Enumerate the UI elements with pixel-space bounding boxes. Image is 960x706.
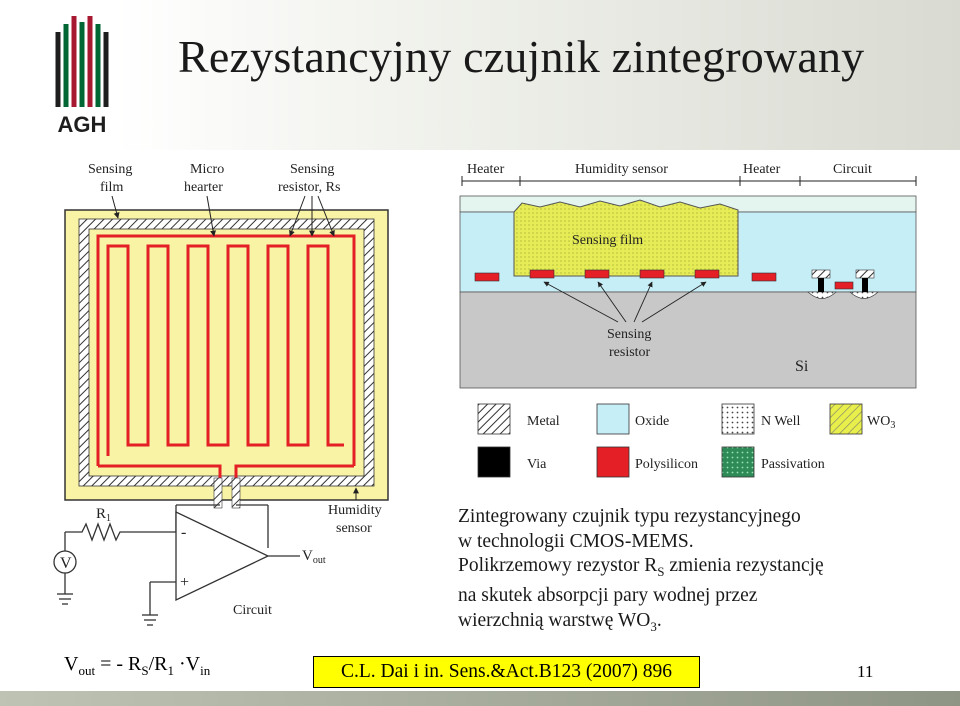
cs-label-heater-right: Heater: [743, 162, 781, 177]
label-vout: Vout: [302, 548, 326, 566]
label-sensing-film-1: Sensing: [88, 162, 132, 177]
cs-label-heater-left: Heater: [467, 162, 505, 177]
cs-label-humidity-sensor: Humidity sensor: [575, 162, 668, 177]
slide-title: Rezystancyjny czujnik zintegrowany: [178, 31, 865, 82]
footer-bar: [0, 691, 960, 706]
label-r1: R1: [96, 506, 111, 524]
agh-logo-emblem: [55, 16, 109, 107]
description-line-2: w technologii CMOS-MEMS.: [458, 530, 694, 552]
legend-passivation: Passivation: [761, 457, 825, 472]
cs-label-sensing-resistor-2: resistor: [609, 345, 651, 360]
legend-polysilicon: Polysilicon: [635, 457, 698, 472]
output-formula: Vout = - RS/R1 ·Vin: [64, 653, 211, 678]
legend-nwell: N Well: [761, 414, 801, 429]
description-line-5: wierzchnią warstwę WO3.: [458, 609, 662, 634]
citation-box: C.L. Dai i in. Sens.&Act.B123 (2007) 896: [313, 656, 700, 688]
legend-via: Via: [527, 457, 547, 472]
agh-logo-text: AGH: [58, 112, 107, 137]
top-view-labels: Sensing film Micro hearter Sensing resis…: [88, 162, 340, 237]
cs-label-sensing-resistor-1: Sensing: [607, 327, 651, 342]
label-sensing-resistor-1: Sensing: [290, 162, 334, 177]
source-symbol: V: [60, 555, 72, 572]
agh-logo: AGH: [55, 16, 109, 137]
legend-metal: Metal: [527, 414, 560, 429]
label-sensing-film-2: film: [100, 180, 123, 195]
label-sensing-resistor-2: resistor, Rs: [278, 180, 340, 195]
cross-section: Heater Humidity sensor Heater Circuit Se…: [459, 162, 917, 389]
label-micro-heater-1: Micro: [190, 162, 224, 177]
opamp-minus: -: [181, 524, 186, 541]
header-band: [0, 0, 960, 150]
legend-wo3: WO3: [867, 414, 895, 431]
label-humidity-sensor-1: Humidity: [328, 503, 382, 518]
label-humidity-sensor-2: sensor: [336, 521, 372, 536]
legend: Metal Oxide N Well WO3 Via Polysilicon P…: [477, 403, 895, 478]
opamp-plus: +: [180, 574, 189, 591]
circuit-labels: V R1 - + Vout Humidity sensor Circuit: [60, 503, 382, 618]
label-circuit: Circuit: [233, 603, 272, 618]
page-number: 11: [857, 662, 874, 681]
description-line-1: Zintegrowany czujnik typu rezystancyjneg…: [458, 506, 801, 527]
cs-label-circuit: Circuit: [833, 162, 872, 177]
cs-label-sensing-film: Sensing film: [572, 233, 643, 248]
description-line-3: Polikrzemowy rezystor RS zmienia rezysta…: [458, 555, 824, 579]
legend-oxide: Oxide: [635, 414, 669, 429]
sensor-top-view: [64, 209, 389, 509]
cs-label-si: Si: [795, 358, 809, 375]
description-line-4: na skutek absorpcji pary wodnej przez: [458, 585, 758, 607]
description: Zintegrowany czujnik typu rezystancyjneg…: [458, 505, 938, 639]
readout-circuit: [53, 504, 300, 626]
label-micro-heater-2: hearter: [184, 180, 223, 195]
